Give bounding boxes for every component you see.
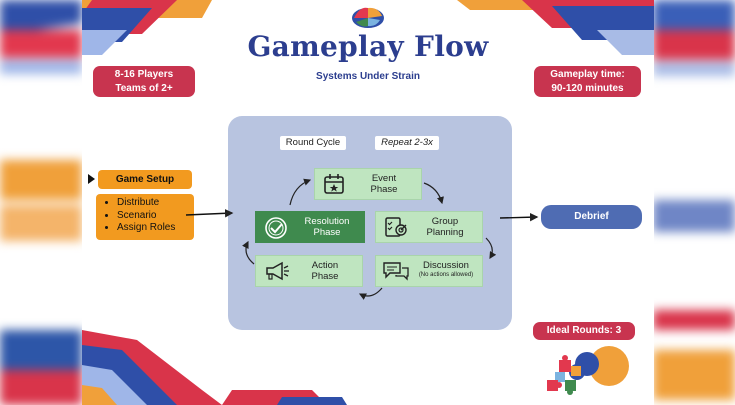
event-phase-box: Event Phase <box>314 168 422 200</box>
round-cycle-label: Round Cycle <box>280 136 346 150</box>
puzzle-pieces-decoration <box>547 346 629 395</box>
megaphone-icon <box>266 261 289 281</box>
game-setup-title: Game Setup <box>98 170 192 189</box>
group-planning-line2: Planning <box>426 227 464 238</box>
discussion-line1: Discussion <box>423 260 469 271</box>
discussion-box: Discussion (No actions allowed) <box>375 255 483 287</box>
game-setup-list: Distribute Scenario Assign Roles <box>96 194 194 240</box>
action-phase-line2: Phase <box>311 271 339 282</box>
setup-item: Assign Roles <box>117 222 194 235</box>
players-count: 8-16 Players <box>114 69 174 80</box>
event-phase-line1: Event <box>371 173 397 184</box>
action-phase-line1: Action <box>311 260 339 271</box>
ideal-rounds-badge: Ideal Rounds: 3 <box>533 322 635 340</box>
action-phase-box: Action Phase <box>255 255 363 287</box>
repeat-label: Repeat 2-3x <box>375 136 439 150</box>
debrief-arrow <box>499 212 539 222</box>
players-teams: Teams of 2+ <box>115 83 173 94</box>
gameplay-time-label: Gameplay time: <box>550 69 625 80</box>
setup-arrow <box>185 209 234 218</box>
right-blurred-background <box>653 0 735 405</box>
infographic-panel: Gameplay Flow Systems Under Strain 8-16 … <box>82 0 654 405</box>
left-blurred-background <box>0 0 82 405</box>
setup-item: Scenario <box>117 210 194 223</box>
flow-arrows <box>185 178 539 300</box>
setup-item: Distribute <box>117 197 194 210</box>
page-subtitle: Systems Under Strain <box>316 71 420 82</box>
puzzle-globe-logo <box>352 7 384 28</box>
page-title: Gameplay Flow <box>247 30 489 63</box>
group-planning-line1: Group <box>431 216 459 227</box>
checklist-target-icon <box>385 217 407 237</box>
decorative-ribbons <box>82 0 654 405</box>
resolution-phase-line2: Phase <box>313 227 341 238</box>
event-phase-line2: Phase <box>370 184 398 195</box>
players-badge: 8-16 Players Teams of 2+ <box>93 66 195 97</box>
group-planning-box: Group Planning <box>375 211 483 243</box>
check-circle-icon <box>265 217 287 239</box>
debrief-box: Debrief <box>541 205 642 229</box>
gameplay-time-value: 90-120 minutes <box>551 83 624 94</box>
resolution-phase-box: Resolution Phase <box>255 211 365 243</box>
calendar-icon <box>324 174 344 194</box>
play-triangle-icon <box>88 174 95 184</box>
gameplay-time-badge: Gameplay time: 90-120 minutes <box>534 66 641 97</box>
chat-bubbles-icon <box>383 262 409 281</box>
discussion-line2: (No actions allowed) <box>418 272 474 278</box>
resolution-phase-line1: Resolution <box>304 216 350 227</box>
